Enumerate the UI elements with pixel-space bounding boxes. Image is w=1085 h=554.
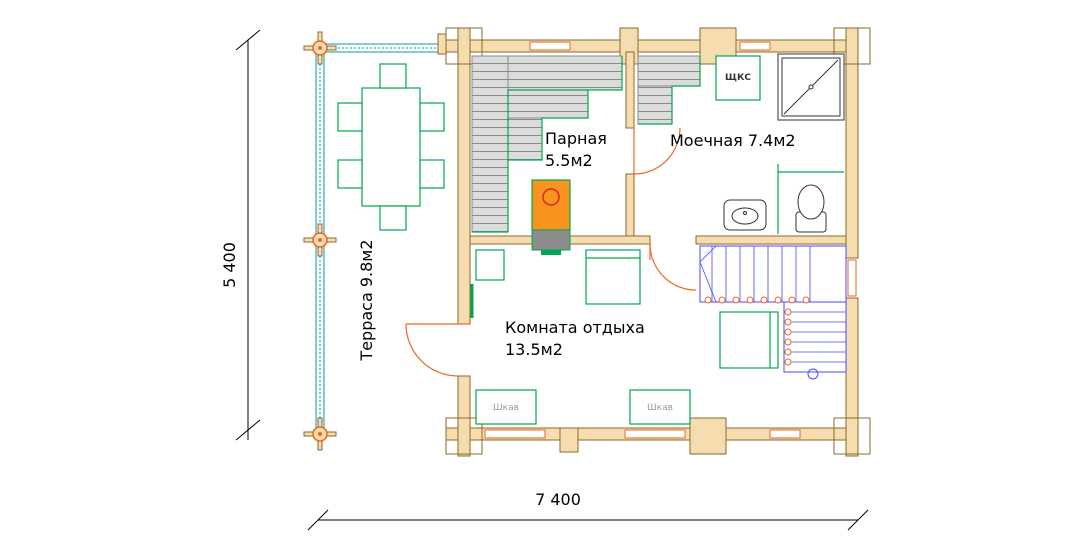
rest-room-furniture	[470, 249, 779, 369]
windows	[484, 41, 857, 439]
stair-baluster	[760, 296, 768, 304]
width-dimension-label: 7 400	[535, 490, 581, 509]
staircase	[699, 245, 847, 380]
sauna-stove	[531, 179, 571, 255]
shower-glass-partition	[777, 164, 844, 234]
stair-baluster	[746, 296, 754, 304]
terrace-label: Терраса 9.8м2	[357, 239, 376, 361]
rest-room-area: 13.5м2	[505, 340, 563, 359]
stair-baluster	[774, 296, 782, 304]
terrace-dining-table	[337, 63, 445, 231]
interior-partitions	[469, 51, 847, 245]
stair-baluster	[784, 308, 792, 316]
steam-room-benches	[471, 55, 623, 233]
stair-baluster	[732, 296, 740, 304]
stair-baluster	[784, 338, 792, 346]
shower-tray	[777, 53, 845, 121]
stair-baluster	[802, 296, 810, 304]
steam-room-name: Парная	[545, 129, 607, 148]
boiler-label: ЩКС	[725, 73, 751, 83]
wash-room-label: Моечная 7.4м2	[670, 131, 796, 150]
stair-baluster	[784, 328, 792, 336]
dimension-lines	[235, 29, 869, 531]
wardrobe-2-label: Шкав	[647, 403, 673, 413]
toilet	[795, 184, 827, 233]
wash-basin	[723, 199, 767, 231]
stair-baluster	[784, 348, 792, 356]
height-dimension-label: 5 400	[220, 242, 239, 288]
boiler-panel: ЩКС	[715, 55, 761, 101]
stair-baluster	[788, 296, 796, 304]
stair-baluster	[784, 358, 792, 366]
wardrobe-1: Шкав	[475, 389, 537, 425]
wardrobe-1-label: Шкав	[493, 403, 519, 413]
doors	[405, 127, 697, 377]
wardrobe-2: Шкав	[629, 389, 691, 425]
steam-room-area: 5.5м2	[545, 151, 593, 170]
wash-room-bench	[637, 55, 701, 125]
rest-room-name: Комната отдыха	[505, 318, 645, 337]
stair-baluster	[704, 296, 712, 304]
terrace-posts	[303, 31, 337, 451]
stair-baluster	[784, 318, 792, 326]
stair-baluster	[718, 296, 726, 304]
